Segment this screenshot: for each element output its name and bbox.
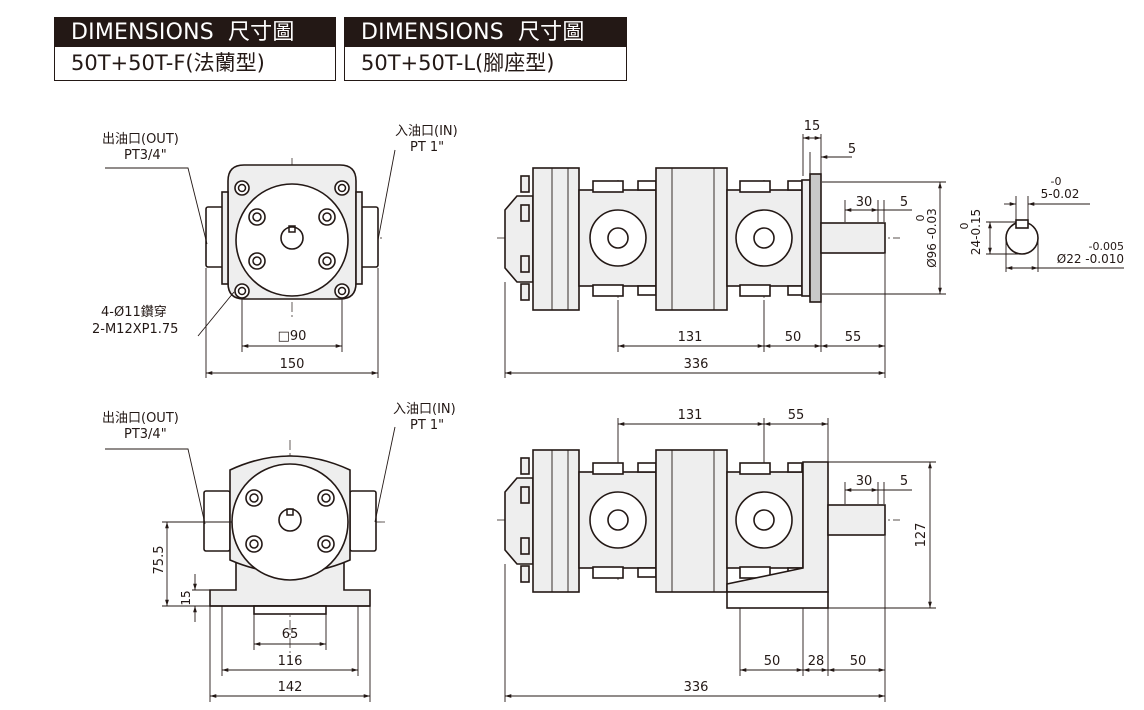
dim-base-15: 15 <box>179 590 193 605</box>
dim-width-150: 150 <box>280 357 305 372</box>
dim-336: 336 <box>684 680 709 695</box>
dim-square-90: □90 <box>278 329 307 344</box>
foot-base <box>726 591 829 609</box>
dim-50-a: 50 <box>764 654 781 669</box>
dim-50: 50 <box>785 330 802 345</box>
title-en: DIMENSIONS <box>71 20 214 45</box>
dim-131: 131 <box>678 408 703 423</box>
title-en: DIMENSIONS <box>361 20 504 45</box>
dim-30: 30 <box>856 195 873 210</box>
dim-height-127: 127 <box>914 523 929 548</box>
foot-side-view <box>497 418 936 702</box>
flange-edge-right <box>355 191 363 285</box>
flange-side-view <box>497 134 946 378</box>
dim-30: 30 <box>856 474 873 489</box>
bolt-heads <box>248 208 336 270</box>
shaft-dia: Ø22 -0.010 <box>1057 252 1124 266</box>
holes-thread: 2-M12XP1.75 <box>92 322 178 337</box>
holes-label: 4-Ø11鑽穿 <box>101 304 167 320</box>
dim-131: 131 <box>678 330 703 345</box>
header-model: 50T+50T-L(腳座型) <box>361 51 555 75</box>
header-flange-type: DIMENSIONS 尺寸圖 50T+50T-F(法蘭型) <box>54 17 336 81</box>
shaft-circle <box>280 226 304 250</box>
out-thread: PT3/4" <box>124 427 167 442</box>
in-thread: PT 1" <box>410 418 444 433</box>
key-width: 5-0.02 <box>1041 187 1080 201</box>
out-label: 出油口(OUT) <box>102 411 179 426</box>
dia-96-nominal: 0 <box>914 215 927 222</box>
dim-142: 142 <box>278 680 303 695</box>
dim-116: 116 <box>278 654 303 669</box>
out-label: 出油口(OUT) <box>102 132 179 147</box>
dim-5: 5 <box>900 474 908 489</box>
title-zh: 尺寸圖 <box>227 20 295 45</box>
key-height: 24-0.15 <box>969 209 983 255</box>
header-title: DIMENSIONS 尺寸圖 <box>345 18 626 47</box>
header-title: DIMENSIONS 尺寸圖 <box>55 18 335 47</box>
dim-28: 28 <box>808 654 825 669</box>
dim-55: 55 <box>845 330 862 345</box>
in-port <box>349 490 377 552</box>
header-foot-type: DIMENSIONS 尺寸圖 50T+50T-L(腳座型) <box>344 17 627 81</box>
dim-65: 65 <box>282 627 299 642</box>
flange-front-view <box>105 149 396 378</box>
in-label: 入油口(IN) <box>393 402 456 417</box>
in-label: 入油口(IN) <box>395 124 458 139</box>
dim-336: 336 <box>684 357 709 372</box>
key-tol-left: 0 <box>958 223 971 230</box>
foot-front-view <box>105 426 396 702</box>
dim-height-75-5: 75.5 <box>152 546 167 575</box>
out-thread: PT3/4" <box>124 148 167 163</box>
flange-edge-left <box>221 191 229 285</box>
header-model: 50T+50T-F(法蘭型) <box>71 51 265 75</box>
bolt-heads <box>245 489 335 553</box>
title-zh: 尺寸圖 <box>517 20 585 45</box>
shaft-key-detail <box>986 196 1124 272</box>
in-thread: PT 1" <box>410 140 444 155</box>
dim-55: 55 <box>788 408 805 423</box>
dim-5: 5 <box>900 195 908 210</box>
dim-15: 15 <box>804 119 821 134</box>
shaft-tol-right: -0.005 <box>1089 240 1124 253</box>
out-port <box>203 490 231 552</box>
dia-96: Ø96 -0.03 <box>925 208 939 268</box>
dim-5-top: 5 <box>848 142 856 157</box>
dim-50-b: 50 <box>850 654 867 669</box>
key-tol-top: -0 <box>1051 175 1062 188</box>
